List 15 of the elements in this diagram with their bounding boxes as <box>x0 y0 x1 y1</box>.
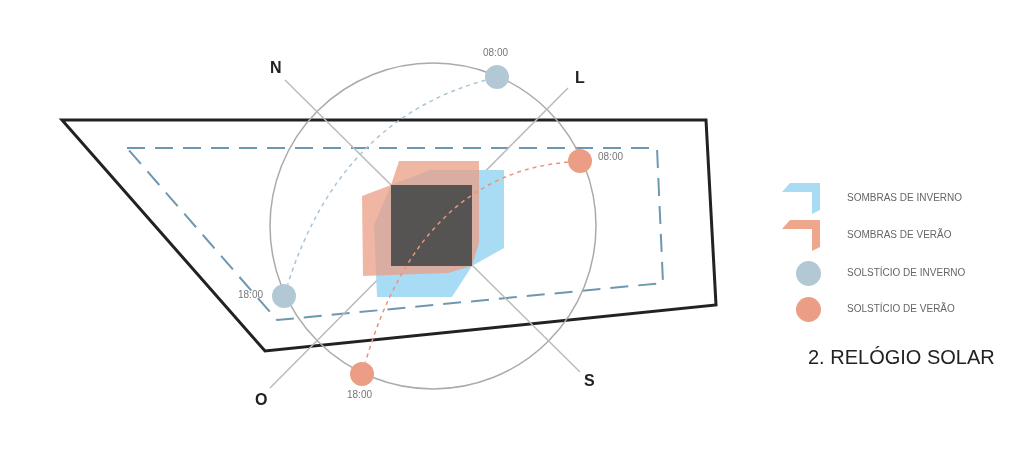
compass-letter: N <box>270 60 282 76</box>
sun-path-line <box>286 79 487 286</box>
compass-letter: O <box>255 392 268 408</box>
legend-label: SOLSTÍCIO DE VERÃO <box>847 304 955 314</box>
legend-label: SOLSTÍCIO DE INVERNO <box>847 268 966 278</box>
time-label: 08:00 <box>483 48 509 58</box>
legend-label: SOMBRAS DE INVERNO <box>847 193 963 203</box>
time-label: 18:00 <box>238 290 264 300</box>
time-label: 18:00 <box>347 390 373 400</box>
compass-letter: L <box>575 70 585 86</box>
legend-label: SOMBRAS DE VERÃO <box>847 230 952 240</box>
sun-path-line <box>364 161 569 364</box>
diagram-title: 2. RELÓGIO SOLAR <box>808 347 995 367</box>
time-label: 08:00 <box>598 152 624 162</box>
compass-letter: S <box>584 373 595 389</box>
